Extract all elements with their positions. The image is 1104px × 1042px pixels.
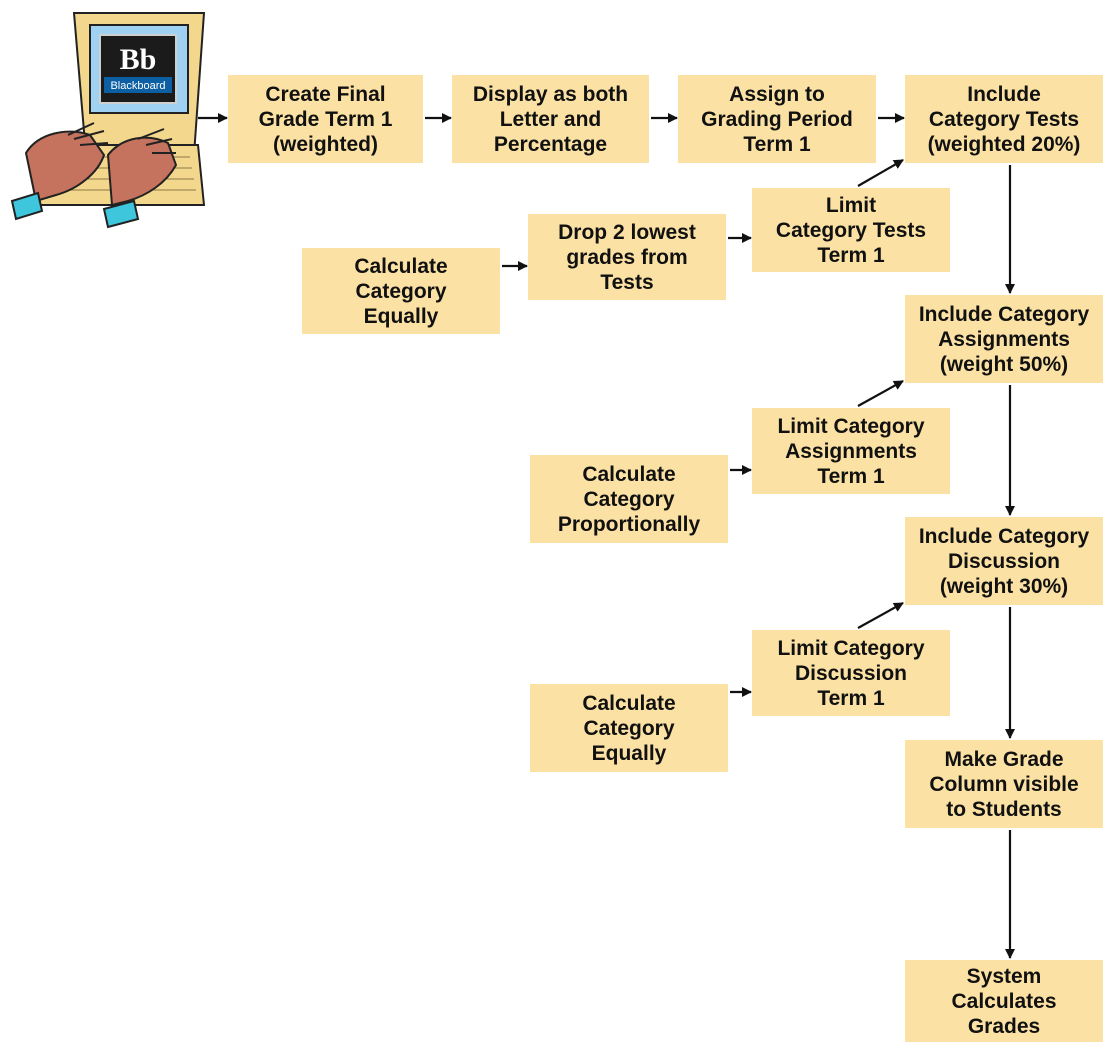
node-line: Assign to bbox=[729, 82, 825, 106]
node-line: Grades bbox=[967, 1014, 1041, 1038]
node-line: Column visible bbox=[929, 772, 1079, 796]
node-line: Term 1 bbox=[817, 464, 885, 488]
node-line: (weighted) bbox=[273, 132, 378, 156]
node-line: Include Category bbox=[918, 302, 1090, 326]
node-line: Discussion bbox=[794, 661, 908, 685]
arrow-limit-assignments-to-include-assignments bbox=[857, 380, 904, 407]
node-line: Assignments bbox=[938, 327, 1070, 351]
node-include-category-discussion: Include Category Discussion (weight 30%) bbox=[905, 517, 1103, 605]
node-limit-category-discussion: Limit Category Discussion Term 1 bbox=[752, 630, 950, 716]
node-line: System bbox=[966, 964, 1042, 988]
node-line: Term 1 bbox=[817, 243, 885, 267]
arrow-limit-discussion-to-include-discussion bbox=[857, 602, 904, 629]
node-calculate-equally-tests: Calculate Category Equally bbox=[302, 248, 500, 334]
node-include-category-tests: Include Category Tests (weighted 20%) bbox=[905, 75, 1103, 163]
node-line: Grade Term 1 bbox=[258, 107, 393, 131]
node-line: (weight 30%) bbox=[939, 574, 1069, 598]
node-line: Calculate bbox=[354, 254, 448, 278]
node-assign-grading-period: Assign to Grading Period Term 1 bbox=[678, 75, 876, 163]
node-line: Category bbox=[583, 487, 675, 511]
node-drop-lowest-grades: Drop 2 lowest grades from Tests bbox=[528, 214, 726, 300]
node-line: Category bbox=[583, 716, 675, 740]
node-display-both: Display as both Letter and Percentage bbox=[452, 75, 649, 163]
node-line: Calculates bbox=[951, 989, 1057, 1013]
node-line: Limit Category bbox=[777, 636, 925, 660]
node-line: Calculate bbox=[582, 691, 676, 715]
blackboard-logo: Bb Blackboard bbox=[99, 34, 177, 104]
node-limit-category-tests: Limit Category Tests Term 1 bbox=[752, 188, 950, 272]
laptop-illustration: Bb Blackboard bbox=[10, 12, 206, 229]
node-line: Percentage bbox=[493, 132, 608, 156]
node-line: Equally bbox=[363, 304, 439, 328]
node-line: Limit Category bbox=[777, 414, 925, 438]
node-line: to Students bbox=[946, 797, 1062, 821]
node-line: Include Category bbox=[918, 524, 1090, 548]
node-line: Make Grade bbox=[944, 747, 1064, 771]
node-make-grade-column-visible: Make Grade Column visible to Students bbox=[905, 740, 1103, 828]
node-line: Grading Period bbox=[701, 107, 853, 131]
node-line: Term 1 bbox=[743, 132, 811, 156]
node-calculate-proportionally: Calculate Category Proportionally bbox=[530, 455, 728, 543]
node-line: Tests bbox=[600, 270, 654, 294]
node-line: Display as both bbox=[472, 82, 629, 106]
node-line: Calculate bbox=[582, 462, 676, 486]
node-line: Assignments bbox=[785, 439, 917, 463]
node-line: Category Tests bbox=[928, 107, 1080, 131]
node-calculate-equally-discussion: Calculate Category Equally bbox=[530, 684, 728, 772]
arrow-limit-tests-to-include-tests bbox=[857, 159, 904, 187]
node-line: Category Tests bbox=[775, 218, 927, 242]
logo-name: Blackboard bbox=[110, 80, 165, 92]
node-line: (weight 50%) bbox=[939, 352, 1069, 376]
logo-mark: Bb bbox=[120, 43, 157, 76]
node-include-category-assignments: Include Category Assignments (weight 50%… bbox=[905, 295, 1103, 383]
node-create-final-grade: Create Final Grade Term 1 (weighted) bbox=[228, 75, 423, 163]
node-limit-category-assignments: Limit Category Assignments Term 1 bbox=[752, 408, 950, 494]
node-line: Discussion bbox=[947, 549, 1061, 573]
node-line: Drop 2 lowest bbox=[558, 220, 696, 244]
typing-hands-icon bbox=[10, 122, 178, 229]
node-system-calculates-grades: System Calculates Grades bbox=[905, 960, 1103, 1042]
node-line: Equally bbox=[591, 741, 667, 765]
node-line: Include bbox=[967, 82, 1041, 106]
node-line: grades from bbox=[566, 245, 688, 269]
node-line: Create Final bbox=[265, 82, 386, 106]
node-line: (weighted 20%) bbox=[927, 132, 1081, 156]
node-line: Category bbox=[355, 279, 447, 303]
node-line: Term 1 bbox=[817, 686, 885, 710]
node-line: Letter and bbox=[499, 107, 602, 131]
node-line: Limit bbox=[825, 193, 877, 217]
node-line: Proportionally bbox=[557, 512, 701, 536]
